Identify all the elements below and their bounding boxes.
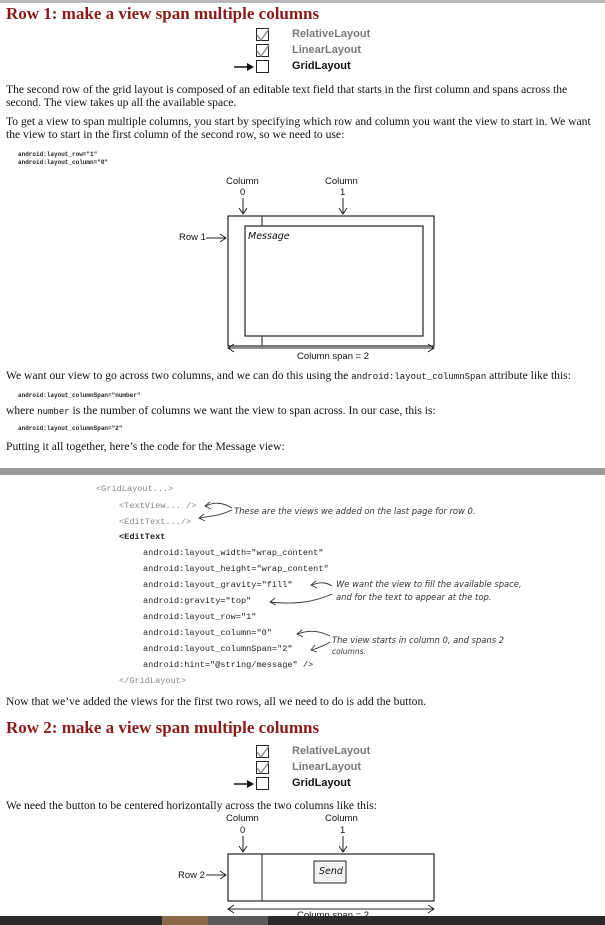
text-run: attribute like this: — [486, 369, 571, 382]
listing-line: <GridLayout...> — [96, 484, 174, 494]
listing-line: <TextView... /> — [119, 501, 197, 511]
annotation-arrows — [198, 501, 333, 653]
bottom-bar-segment — [162, 916, 208, 925]
grid-diagram-drawing — [206, 836, 435, 914]
listing-line: android:layout_gravity="fill" — [143, 580, 293, 590]
check-mark-icon — [256, 761, 270, 775]
top-border — [0, 0, 605, 3]
listing-line: android:layout_width="wrap_content" — [143, 548, 324, 558]
row2-heading: Row 2: make a view span multiple columns — [6, 718, 320, 737]
annotation-row0-views: These are the views we added on the last… — [234, 506, 476, 516]
send-button-label: Send — [319, 866, 343, 877]
listing-line: android:hint="@string/message" /> — [143, 660, 314, 670]
layout-option-grid: GridLayout — [292, 60, 351, 72]
column0-number: 0 — [240, 825, 246, 836]
code-column-span-number: android:layout_columnSpan="number" — [18, 392, 141, 399]
layout-option-linear: LinearLayout — [292, 761, 362, 773]
text-run: is the number of columns we want the vie… — [69, 404, 436, 417]
check-mark-icon — [256, 28, 270, 42]
row1-paragraph-5: Putting it all together, here’s the code… — [6, 440, 285, 453]
listing-line: android:layout_columnSpan="2" — [143, 644, 293, 654]
row2-paragraph-1: We need the button to be centered horizo… — [6, 799, 377, 812]
row1-heading: Row 1: make a view span multiple columns — [6, 4, 320, 23]
code-line: android:layout_column="0" — [18, 158, 109, 166]
section-divider — [0, 468, 605, 475]
listing-line: </GridLayout> — [119, 676, 187, 686]
inline-code: number — [37, 407, 70, 417]
empty-box-icon — [256, 777, 269, 790]
listing-line: android:layout_row="1" — [143, 612, 257, 622]
arrow-right-icon — [234, 780, 254, 788]
layout-option-relative: RelativeLayout — [292, 745, 371, 757]
row1-paragraph-1: The second row of the grid layout is com… — [6, 83, 568, 109]
column1-label: Column — [325, 813, 358, 824]
row1-paragraph-4: where number is the number of columns we… — [6, 404, 600, 419]
column1-number: 1 — [340, 187, 346, 198]
annotation-columns: columns. — [332, 647, 366, 656]
listing-line: android:gravity="top" — [143, 596, 252, 606]
annotation-top: and for the text to appear at the top. — [336, 592, 492, 602]
column0-label: Column — [226, 813, 259, 824]
column-span-label: Column span = 2 — [297, 351, 370, 362]
column-span-label: Column span = 2 — [297, 910, 369, 921]
layout-option-relative: RelativeLayout — [292, 28, 371, 40]
row1-paragraph-3: We want our view to go across two column… — [6, 369, 600, 384]
inline-code: android:layout_columnSpan — [351, 372, 487, 382]
listing-line: <EditText — [119, 532, 166, 542]
text-run: where — [6, 404, 38, 417]
code-column-span-2: android:layout_columnSpan="2" — [18, 425, 123, 432]
listing-line: android:layout_column="0" — [143, 628, 272, 638]
annotation-span: The view starts in column 0, and spans 2 — [332, 635, 505, 645]
check-mark-icon — [256, 745, 270, 759]
column1-label: Column — [325, 176, 358, 187]
text-run: We want our view to go across two column… — [6, 369, 352, 382]
code-row-column: android:layout_row="1" android:layout_co… — [18, 151, 108, 166]
paragraph-add-button: Now that we’ve added the views for the f… — [6, 695, 427, 708]
check-mark-icon — [256, 44, 270, 58]
column0-number: 0 — [240, 187, 246, 198]
annotation-fill: We want the view to fill the available s… — [336, 579, 522, 589]
row2-label: Row 2 — [178, 870, 205, 881]
bottom-bar-segment — [208, 916, 268, 925]
row1-label: Row 1 — [179, 232, 206, 243]
column0-label: Column — [226, 176, 259, 187]
layout-option-grid: GridLayout — [292, 777, 351, 789]
empty-box-icon — [256, 60, 269, 73]
bottom-bar — [0, 916, 605, 925]
grid-diagram-drawing — [206, 198, 435, 353]
listing-line: android:layout_height="wrap_content" — [143, 564, 329, 574]
arrow-right-icon — [234, 63, 254, 71]
code-line: android:layout_row="1" — [18, 151, 98, 158]
column1-number: 1 — [340, 825, 346, 836]
row1-paragraph-2: To get a view to span multiple columns, … — [6, 115, 591, 141]
message-field-label: Message — [248, 231, 290, 242]
layout-option-linear: LinearLayout — [292, 44, 362, 56]
listing-line: <EditText.../> — [119, 517, 192, 527]
